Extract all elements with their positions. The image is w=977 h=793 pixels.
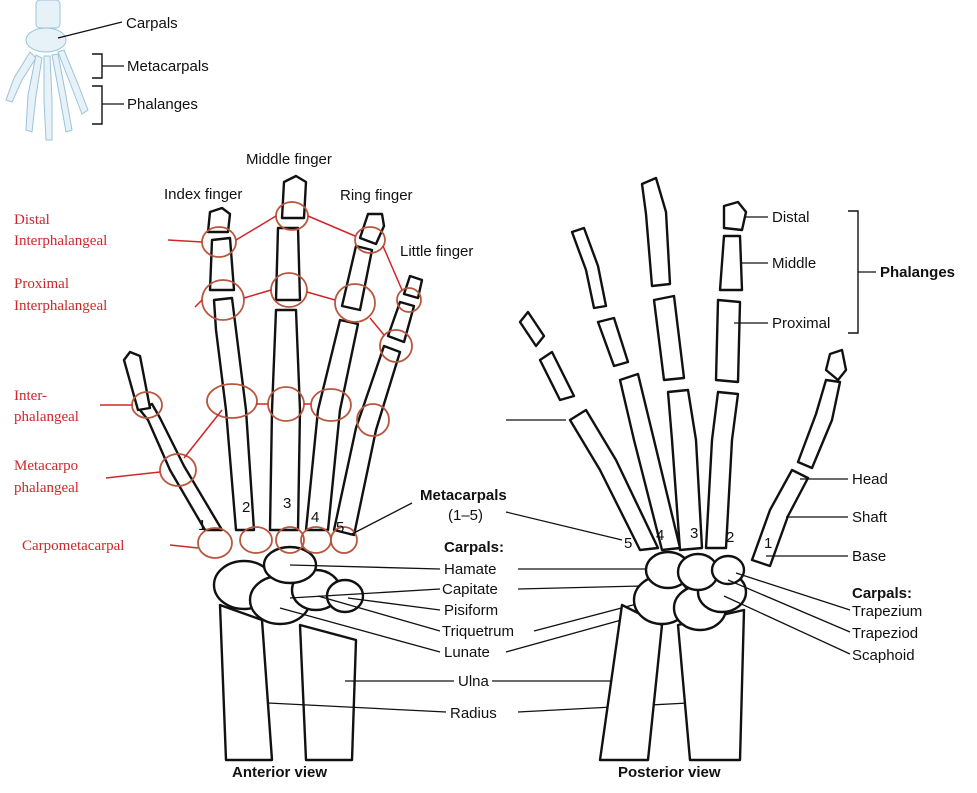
scaphoid-label: Scaphoid (852, 647, 915, 664)
metacarpals-range: (1–5) (448, 507, 483, 524)
carpometacarpal-label: Carpometacarpal (22, 538, 124, 554)
anterior-hand (122, 174, 424, 762)
anterior-ulna-bone (298, 623, 358, 762)
anterior-metacarpal-number-5: 5 (336, 519, 344, 536)
anterior-joint-circles (131, 201, 422, 559)
head-label: Head (852, 471, 888, 488)
index-finger-label: Index finger (164, 186, 242, 203)
anterior-metacarpal-number-1: 1 (198, 517, 206, 534)
capitate-label: Capitate (442, 581, 498, 598)
inset-carpals-label: Carpals (126, 15, 178, 32)
metacarpophalangeal-label-line1: Metacarpo (14, 458, 78, 474)
inset-metacarpals-label: Metacarpals (127, 58, 209, 75)
posterior-metacarpal-number-3: 3 (690, 525, 698, 542)
pisiform-label: Pisiform (444, 602, 498, 619)
inset-phalanges-label: Phalanges (127, 96, 198, 113)
trapeziod-label: Trapeziod (852, 625, 918, 642)
proximal-phalanx-label: Proximal (772, 315, 830, 332)
distal-interphalangeal-label-line2: Interphalangeal (14, 233, 107, 249)
anterior-metacarpal-number-4: 4 (311, 509, 319, 526)
posterior-hand (518, 176, 848, 762)
metacarpophalangeal-label-line2: phalangeal (14, 480, 79, 496)
posterior-leader-lines (723, 210, 876, 655)
proximal-interphalangeal-label-line1: Proximal (14, 276, 69, 292)
carpals-title-posterior: Carpals: (852, 585, 912, 602)
distal-phalanx-label: Distal (772, 209, 810, 226)
base-label: Base (852, 548, 886, 565)
posterior-metacarpal-number-4: 4 (656, 527, 664, 544)
anterior-metacarpal-number-2: 2 (242, 499, 250, 516)
posterior-ulna-bone (598, 603, 664, 762)
metacarpals-title: Metacarpals (420, 487, 507, 504)
middle-phalanx-label: Middle (772, 255, 816, 272)
anterior-view-label: Anterior view (232, 764, 327, 781)
posterior-metacarpal-number-5: 5 (624, 535, 632, 552)
shaft-label: Shaft (852, 509, 888, 526)
hamate-label: Hamate (444, 561, 497, 578)
middle-finger-label: Middle finger (246, 151, 332, 168)
posterior-metacarpal-number-2: 2 (726, 529, 734, 546)
joint-leader-lines (100, 215, 403, 549)
interphalangeal-label-line1: Inter- (14, 388, 47, 404)
distal-interphalangeal-label-line1: Distal (14, 212, 50, 228)
radius-label: Radius (450, 705, 497, 722)
little-finger-label: Little finger (400, 243, 473, 260)
trapezium-label: Trapezium (852, 603, 922, 620)
lunate-label: Lunate (444, 644, 490, 661)
anterior-metacarpal-number-3: 3 (283, 495, 291, 512)
triquetrum-label: Triquetrum (442, 623, 514, 640)
ulna-label: Ulna (458, 673, 490, 690)
posterior-radius-bone (676, 608, 746, 762)
proximal-interphalangeal-label-line2: Interphalangeal (14, 298, 107, 314)
ring-finger-label: Ring finger (340, 187, 413, 204)
posterior-view-label: Posterior view (618, 764, 721, 781)
anterior-radius-bone (218, 603, 274, 762)
posterior-metacarpal-number-1: 1 (764, 535, 772, 552)
interphalangeal-label-line2: phalangeal (14, 409, 79, 425)
inset-hand (5, 0, 89, 141)
carpals-title-center: Carpals: (444, 539, 504, 556)
phalanges-title: Phalanges (880, 264, 955, 281)
